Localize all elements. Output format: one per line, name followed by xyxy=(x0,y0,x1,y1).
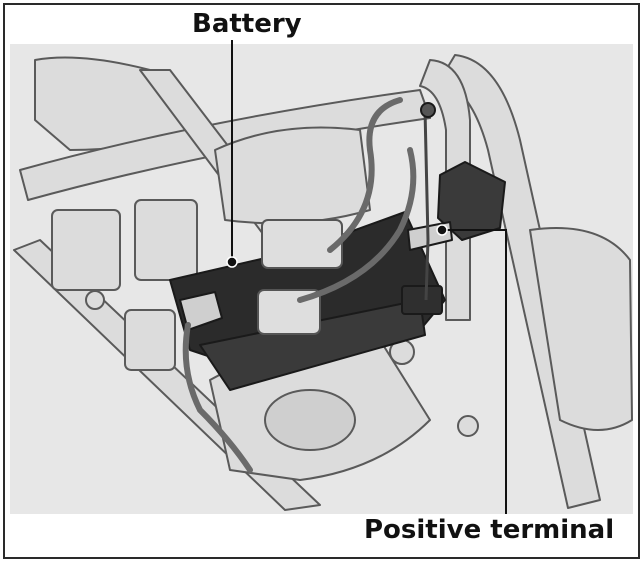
battery-connector-upper xyxy=(262,220,342,268)
positive-terminal-bracket xyxy=(402,286,442,314)
bolt-left xyxy=(86,291,104,309)
battery-leader-dot xyxy=(227,257,237,267)
positive-terminal-leader-dot xyxy=(437,225,447,235)
battery-callout-label: Battery xyxy=(186,10,308,39)
left-connector-block-1 xyxy=(52,210,120,290)
left-connector-block-2 xyxy=(135,200,197,280)
bolt-lower-right xyxy=(458,416,478,436)
positive-terminal-callout-label: Positive terminal xyxy=(358,516,620,545)
lower-bracket-cutout xyxy=(265,390,355,450)
upper-center-housing xyxy=(215,128,370,224)
left-small-box xyxy=(125,310,175,370)
positive-cable-bolt xyxy=(421,103,435,117)
